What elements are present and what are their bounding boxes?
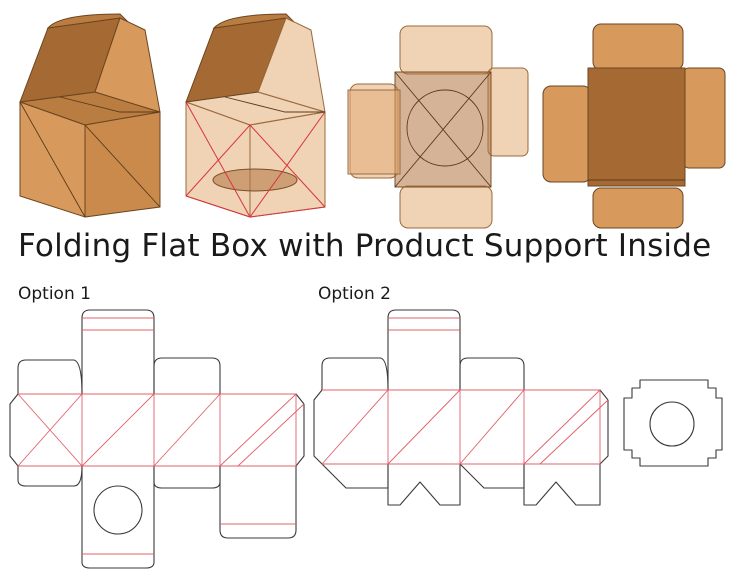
box-flat-transparent	[347, 25, 529, 229]
dieline-option-2	[313, 309, 609, 506]
option-1-label: Option 1	[18, 284, 91, 304]
box-flat-solid	[542, 23, 726, 229]
product-support-insert	[623, 379, 723, 467]
box-3d-solid	[19, 13, 161, 218]
page-title: Folding Flat Box with Product Support In…	[18, 228, 712, 264]
dieline-option-1	[9, 309, 305, 569]
box-3d-transparent	[185, 13, 326, 218]
option-2-label: Option 2	[318, 284, 391, 304]
